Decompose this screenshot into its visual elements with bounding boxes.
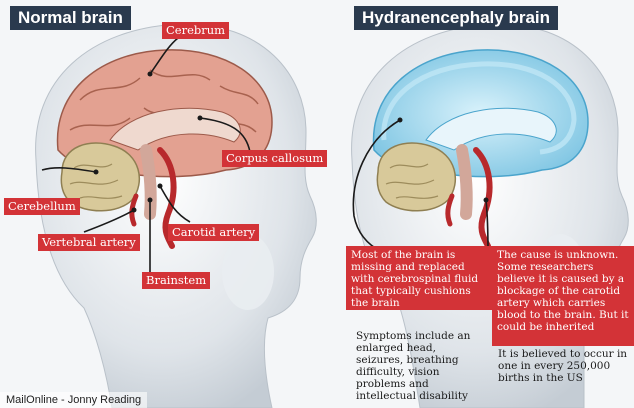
normal-panel-title: Normal brain [10, 6, 131, 30]
cause-callout: The cause is unknown. Some researchers b… [492, 246, 634, 346]
cerebellum-label: Cerebellum [4, 198, 80, 215]
hydra-cerebellum-shape [376, 142, 457, 212]
hydranencephaly-brain [372, 49, 589, 249]
carotid-artery-label: Carotid artery [168, 224, 260, 241]
credit-line: MailOnline - Jonny Reading [0, 392, 148, 408]
occurrence-note: It is believed to occur in one in every … [498, 348, 628, 384]
hydra-pin-dots [397, 117, 489, 203]
midline-shape [425, 107, 557, 151]
cerebrum-label: Cerebrum [162, 22, 230, 39]
symptoms-note: Symptoms include an enlarged head, seizu… [356, 330, 471, 402]
hydra-vertebral-artery-shape [445, 193, 455, 227]
vertebral-artery-label: Vertebral artery [38, 234, 140, 251]
hydra-brainstem-shape [456, 144, 473, 220]
corpus-callosum-label: Corpus callosum [222, 150, 328, 167]
missing-brain-callout: Most of the brain is missing and replace… [346, 246, 496, 310]
normal-connectors [41, 37, 251, 272]
hydra-panel-title: Hydranencephaly brain [354, 6, 559, 30]
hydra-carotid-artery-shape [473, 147, 493, 249]
brainstem-label: Brainstem [142, 272, 211, 289]
normal-pin-dots [93, 71, 203, 213]
